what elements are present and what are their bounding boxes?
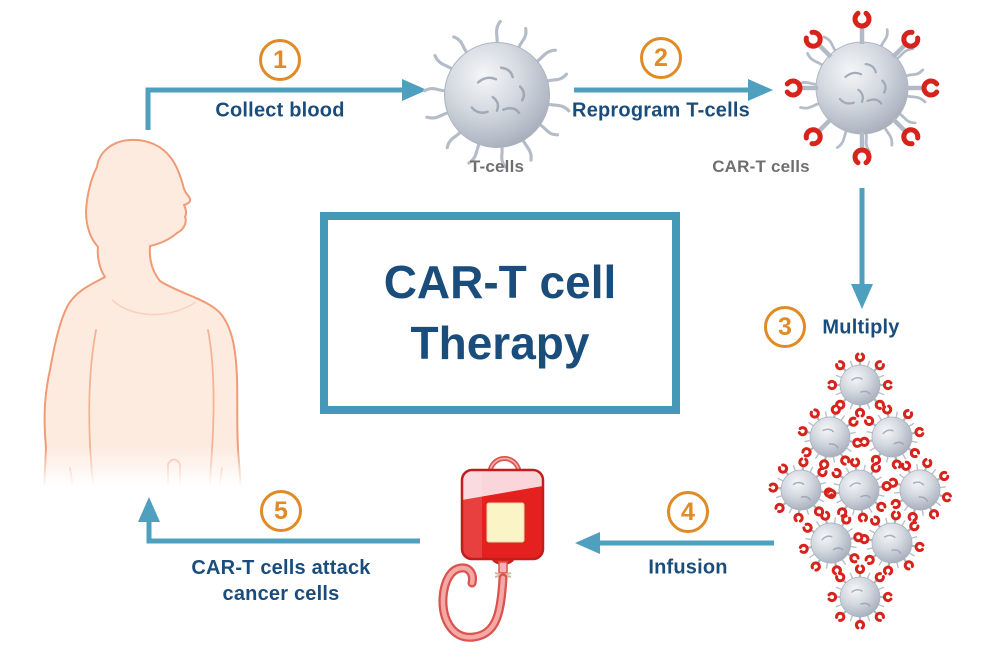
arrow-step-1-collect-blood [145,79,427,130]
arrow-step-3-multiply [851,188,873,309]
step-5-label-line-2: cancer cells [222,583,340,605]
step-4-badge: 4 [667,491,709,533]
car-t-cells-caption: CAR-T cells [712,157,810,176]
human-figure-illustration [28,138,260,494]
step-5-label: CAR-T cells attack cancer cells [141,555,421,607]
arrow-step-5-attack [138,497,420,544]
step-2-badge: 2 [640,37,682,79]
title-line-1: CAR-T cell [383,256,617,308]
step-3-badge: 3 [764,306,806,348]
t-cell-illustration [425,22,570,168]
arrow-step-2-reprogram [574,79,773,101]
step-1-badge: 1 [259,39,301,81]
step-2-label: Reprogram T-cells [572,99,750,122]
multiplied-cells-cluster [767,354,957,628]
step-3-label: Multiply [822,316,900,339]
step-5-badge: 5 [260,490,302,532]
blood-bag-illustration [438,456,545,642]
title-box: CAR-T cell Therapy [320,212,680,414]
t-cells-caption: T-cells [469,157,525,176]
car-t-cell-illustration [787,13,936,162]
step-4-label: Infusion [648,556,728,579]
arrow-step-4-infusion [575,532,774,554]
title-line-2: Therapy [410,317,590,369]
step-1-label: Collect blood [215,99,345,122]
step-5-label-line-1: CAR-T cells attack [191,557,371,579]
